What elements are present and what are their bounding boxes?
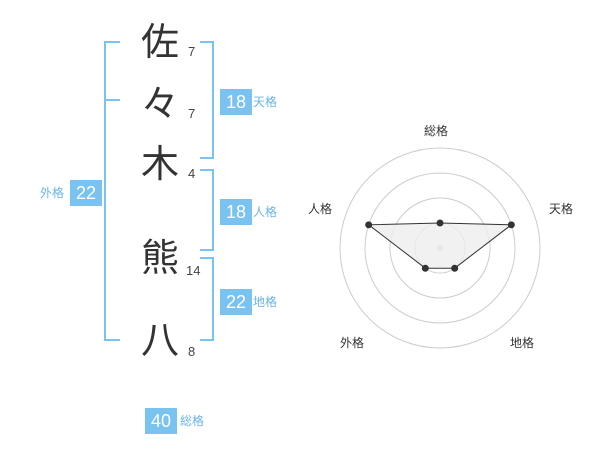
stroke-count-1: 7 xyxy=(188,44,196,59)
radar-point xyxy=(436,219,444,227)
jinkaku-label: 人格 xyxy=(253,205,278,219)
chikaku-label: 地格 xyxy=(253,295,278,309)
radar-ring xyxy=(339,147,541,349)
name-char-5: 八 xyxy=(140,318,179,362)
stroke-count-3: 4 xyxy=(188,166,196,181)
stroke-count-4: 14 xyxy=(186,263,201,278)
radar-label-jinkaku: 人格 xyxy=(308,202,333,216)
radar-point xyxy=(451,264,459,272)
radar-point xyxy=(507,221,515,229)
radar-label-chikaku: 地格 xyxy=(510,336,535,350)
chikaku-badge: 22 xyxy=(220,289,252,315)
name-char-1: 佐 xyxy=(140,20,179,64)
jinkaku-bracket xyxy=(200,169,214,251)
gaikaku-bracket xyxy=(104,41,120,341)
soukaku-badge: 40 xyxy=(145,408,177,434)
radar-points xyxy=(365,219,515,272)
tenkaku-bracket xyxy=(200,41,214,159)
radar-point xyxy=(365,221,373,229)
radar-polygon xyxy=(367,222,513,269)
soukaku-label: 総格 xyxy=(180,414,205,428)
gaikaku-label: 外格 xyxy=(40,186,65,200)
tenkaku-badge: 18 xyxy=(220,89,252,115)
radar-ring xyxy=(389,197,491,299)
jinkaku-badge: 18 xyxy=(220,199,252,225)
name-char-4: 熊 xyxy=(140,236,179,280)
name-char-3: 木 xyxy=(140,142,179,186)
gaikaku-badge: 22 xyxy=(70,180,102,206)
radar-label-gaikaku: 外格 xyxy=(340,336,365,350)
radar-ring xyxy=(364,172,516,324)
stroke-count-2: 7 xyxy=(188,106,196,121)
name-char-2: 々 xyxy=(140,82,179,126)
chikaku-bracket xyxy=(200,257,214,341)
radar-point xyxy=(421,264,429,272)
stroke-count-5: 8 xyxy=(188,344,196,359)
radar-label-soukaku: 総格 xyxy=(424,124,449,138)
radar-label-tenkaku: 天格 xyxy=(549,202,574,216)
tenkaku-label: 天格 xyxy=(253,95,278,109)
